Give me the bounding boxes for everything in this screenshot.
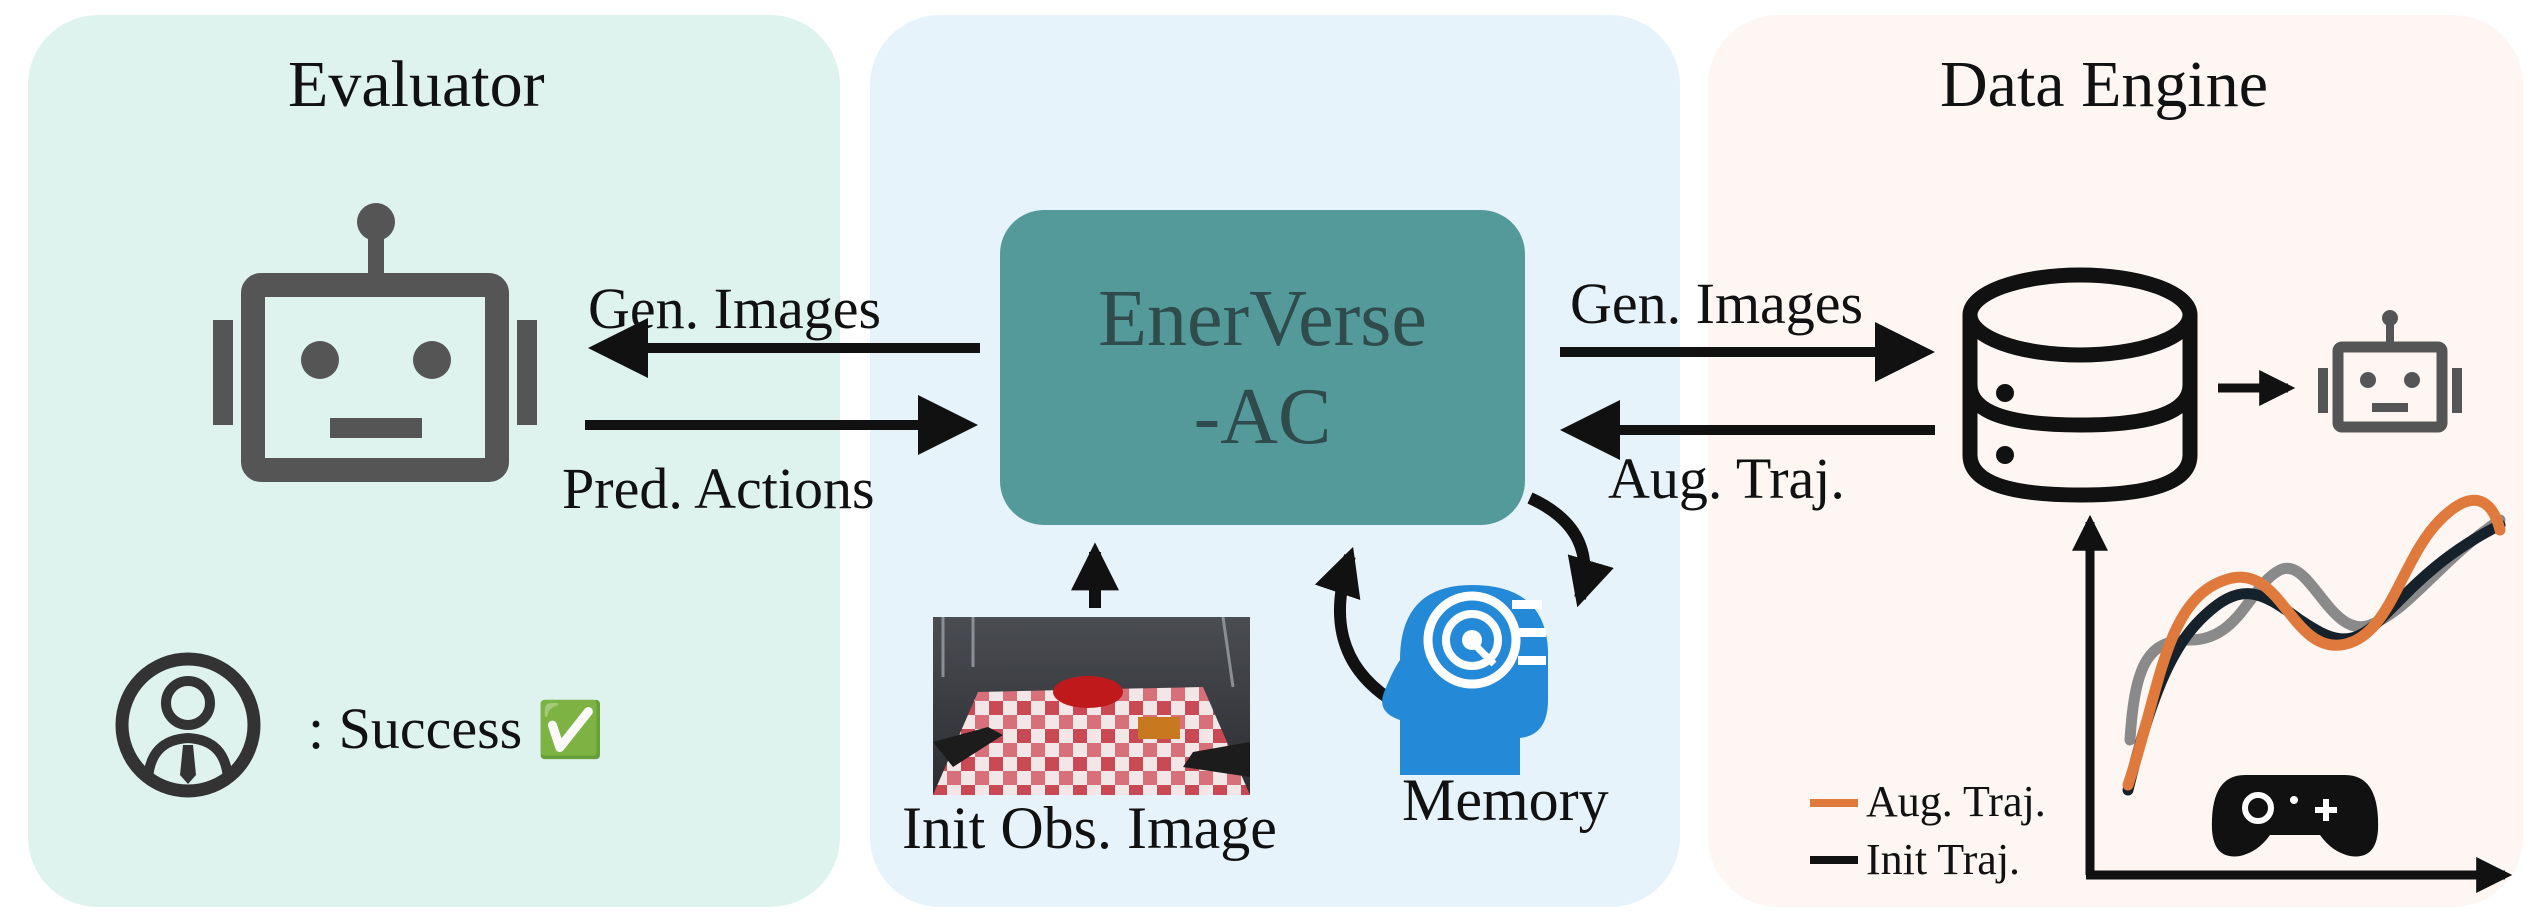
database-icon (1962, 267, 2198, 503)
small-robot-icon (2318, 310, 2462, 433)
enerverse-ac-block: EnerVerse -AC (1000, 210, 1525, 525)
brain-memory-icon (1382, 585, 1548, 775)
legend-init-label: Init Traj. (1866, 835, 2021, 884)
init-observation-image (933, 617, 1250, 795)
traj-curve-gray (2124, 514, 2506, 746)
memory-write-arrow (1527, 492, 1614, 608)
init-traj-curve (2122, 519, 2506, 796)
gamepad-icon (2211, 775, 2379, 857)
evaluator-title: Evaluator (288, 48, 545, 121)
robot-icon (213, 203, 537, 482)
aug-traj-label: Aug. Traj. (1608, 446, 1845, 511)
legend-aug-label: Aug. Traj. (1866, 777, 2046, 826)
aug-traj-curve (2122, 494, 2506, 791)
gen-images-left-label: Gen. Images (588, 276, 882, 341)
pred-actions-label: Pred. Actions (562, 456, 875, 521)
memory-label: Memory (1402, 767, 1609, 833)
gen-images-right-label: Gen. Images (1570, 271, 1864, 336)
data-engine-title: Data Engine (1940, 48, 2269, 121)
memory-read-arrow (1314, 546, 1392, 703)
core-title-line1: EnerVerse (1098, 274, 1427, 363)
core-title-line2: -AC (1193, 372, 1332, 461)
human-evaluator-icon (115, 652, 261, 798)
success-check-icon: ✅ (536, 698, 604, 761)
init-image-caption: Init Obs. Image (902, 795, 1277, 861)
data-engine-panel (1708, 15, 2523, 907)
success-text: : Success (308, 696, 523, 761)
success-label: : Success ✅ (308, 700, 604, 758)
